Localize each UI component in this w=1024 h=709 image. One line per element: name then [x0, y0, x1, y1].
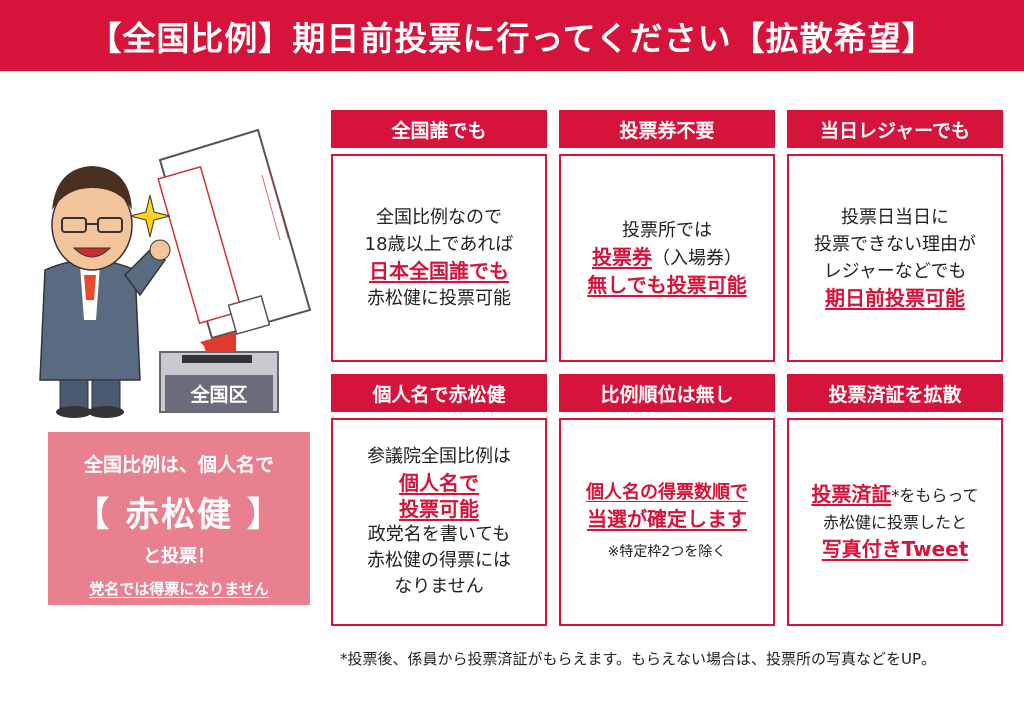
card-nationwide: 全国誰でも 全国比例なので 18歳以上であれば 日本全国誰でも 赤松健に投票可能 [331, 110, 547, 362]
card-body: 全国比例なので 18歳以上であれば 日本全国誰でも 赤松健に投票可能 [331, 154, 547, 362]
card-no-ticket: 投票券不要 投票所では 投票券（入場券） 無しでも投票可能 [559, 110, 775, 362]
card-title: 投票券不要 [559, 110, 775, 148]
card-no-ranking: 比例順位は無し 個人名の得票数順で 当選が確定します ※特定枠2つを除く [559, 374, 775, 626]
card-inline-line: 投票券（入場券） [592, 244, 742, 272]
candidate-figure [39, 166, 171, 418]
card-title: 投票済証を拡散 [787, 374, 1003, 412]
callout-line: 全国比例は、個人名で [83, 454, 274, 476]
candidate-illustration [39, 128, 312, 418]
card-text: 赤松健に投票可能 [367, 288, 511, 309]
ballot-paper-icon [157, 128, 312, 340]
card-inline-line: 投票済証*をもらって [811, 481, 978, 509]
card-highlight: 当選が確定します [587, 506, 747, 531]
card-highlight: 期日前投票可能 [825, 286, 965, 310]
callout-line: と投票！ [143, 546, 215, 567]
card-spread-certificate: 投票済証を拡散 投票済証*をもらって 赤松健に投票したと 写真付きTweet [787, 374, 1003, 626]
card-body: 投票日当日に 投票できない理由が レジャーなどでも 期日前投票可能 [787, 154, 1003, 362]
card-text: 投票できない理由が [814, 234, 976, 255]
ballot-box-label: 全国区 [165, 375, 273, 412]
card-text: （入場券） [652, 248, 742, 269]
card-text: 投票日当日に [841, 207, 949, 228]
card-body: 参議院全国比例は 個人名で 投票可能 政党名を書いても 赤松健の得票には なりま… [331, 418, 547, 626]
card-text: 赤松健に投票したと [822, 513, 967, 532]
card-text: 参議院全国比例は [367, 446, 511, 467]
footnote: *投票後、係員から投票済証がもらえます。もらえない場合は、投票所の写真などをUP… [340, 650, 937, 668]
card-highlight: 無しでも投票可能 [587, 273, 747, 297]
card-text: *をもらって [891, 486, 979, 505]
card-title: 当日レジャーでも [787, 110, 1003, 148]
page-title: 【全国比例】期日前投票に行ってください【拡散希望】 [0, 0, 1024, 71]
card-highlight: 写真付きTweet [821, 537, 969, 561]
card-highlight: 投票可能 [399, 497, 479, 521]
callout-box: 全国比例は、個人名で 【 赤松健 】 と投票！ 党名では得票になりません [48, 432, 310, 605]
card-text: なりません [394, 576, 484, 597]
callout-note: 党名では得票になりません [89, 580, 269, 598]
card-individual-name: 個人名で赤松健 参議院全国比例は 個人名で 投票可能 政党名を書いても 赤松健の… [331, 374, 547, 626]
card-text: 赤松健の得票には [367, 550, 511, 571]
card-text: 投票所では [622, 220, 712, 241]
card-title: 全国誰でも [331, 110, 547, 148]
card-body: 投票済証*をもらって 赤松健に投票したと 写真付きTweet [787, 418, 1003, 626]
sparkle-icon [129, 194, 171, 238]
card-title: 比例順位は無し [559, 374, 775, 412]
card-body: 個人名の得票数順で 当選が確定します ※特定枠2つを除く [559, 418, 775, 626]
card-note: ※特定枠2つを除く [607, 543, 727, 560]
card-leisure: 当日レジャーでも 投票日当日に 投票できない理由が レジャーなどでも 期日前投票… [787, 110, 1003, 362]
card-highlight: 個人名で [399, 471, 479, 495]
card-highlight: 投票済証 [811, 482, 892, 506]
card-text: レジャーなどでも [823, 261, 967, 282]
card-text: 18歳以上であれば [364, 234, 514, 255]
callout-candidate-name: 【 赤松健 】 [75, 495, 283, 535]
card-highlight: 個人名の得票数順で [586, 481, 748, 503]
card-highlight: 日本全国誰でも [369, 259, 509, 283]
card-text: 全国比例なので [376, 207, 502, 228]
card-text: 政党名を書いても [367, 524, 511, 545]
card-body: 投票所では 投票券（入場券） 無しでも投票可能 [559, 154, 775, 362]
card-title: 個人名で赤松健 [331, 374, 547, 412]
card-highlight: 投票券 [592, 245, 652, 269]
